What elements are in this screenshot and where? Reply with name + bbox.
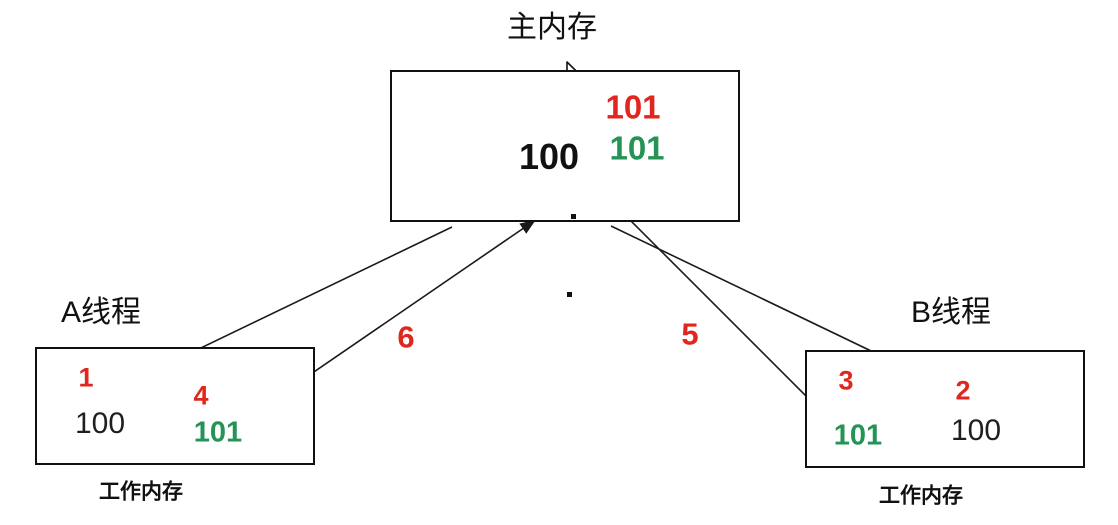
thread-a-step-write: 4 <box>193 380 209 411</box>
thread-b-title: B线程 <box>910 296 992 329</box>
thread-a-step-read: 1 <box>78 362 94 393</box>
thread-b-step-write: 3 <box>838 365 854 396</box>
thread-b-read-value: 100 <box>950 414 1002 447</box>
main-memory-old-value: 100 <box>518 136 580 177</box>
main-memory-box <box>390 70 740 222</box>
thread-a-title: A线程 <box>60 296 142 329</box>
arrow-label-step6: 6 <box>397 319 415 355</box>
thread-a-read-value: 100 <box>74 407 126 440</box>
arrow-label-step5: 5 <box>681 316 699 352</box>
thread-a-working-memory-box <box>35 347 315 465</box>
thread-b-write-value: 101 <box>833 419 883 452</box>
dot-upper <box>571 214 576 219</box>
main-memory-new-value-red: 101 <box>605 88 661 126</box>
thread-b-working-memory-box <box>805 350 1085 468</box>
dot-lower <box>567 292 572 297</box>
thread-a-write-value: 101 <box>193 416 243 449</box>
thread-a-caption: 工作内存 <box>99 480 183 504</box>
thread-b-step-read: 2 <box>955 375 971 406</box>
main-memory-new-value-green: 101 <box>609 129 665 167</box>
thread-b-caption: 工作内存 <box>879 484 963 508</box>
main-memory-title: 主内存 <box>507 11 597 44</box>
